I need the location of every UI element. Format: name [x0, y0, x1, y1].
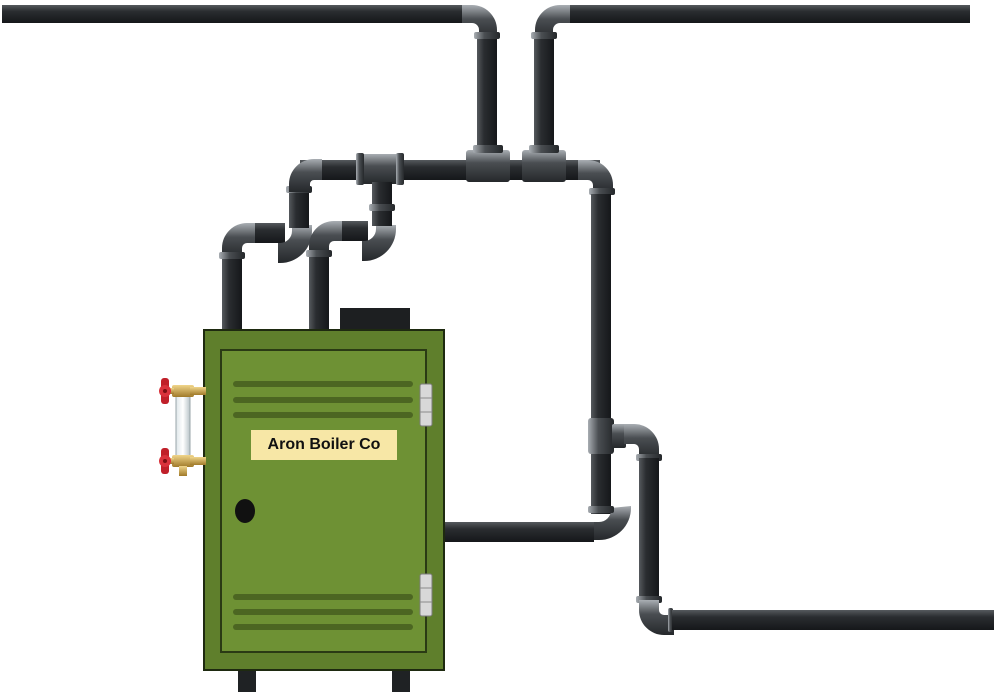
top-right-header-pipe	[531, 5, 970, 160]
manifold-pipe	[300, 145, 615, 195]
water-level-gauge	[159, 378, 206, 476]
boiler	[203, 308, 445, 692]
bottom-right-branch-pipe	[624, 424, 994, 635]
tee-fitting-lower	[588, 418, 614, 454]
boiler-foot-left	[238, 668, 256, 692]
valve-handle-bottom	[159, 448, 171, 474]
top-left-header-pipe	[2, 5, 500, 160]
supply-riser-inner	[306, 182, 396, 330]
tee-fitting-right	[522, 150, 566, 182]
bottom-vent-slots	[233, 594, 413, 630]
door-knob	[235, 499, 255, 523]
tee-fitting-left	[466, 150, 510, 182]
supply-riser-outer	[219, 159, 322, 330]
top-vent-slots	[233, 381, 413, 418]
tee-fitting-riser	[360, 154, 400, 184]
valve-handle-top	[159, 378, 171, 404]
door-hinge-bottom	[419, 573, 433, 617]
flue-outlet	[340, 308, 410, 330]
boiler-foot-right	[392, 668, 410, 692]
door-hinge-top	[419, 383, 433, 427]
nameplate	[251, 430, 397, 460]
return-pipe	[444, 194, 631, 542]
boiler-door	[220, 349, 427, 653]
